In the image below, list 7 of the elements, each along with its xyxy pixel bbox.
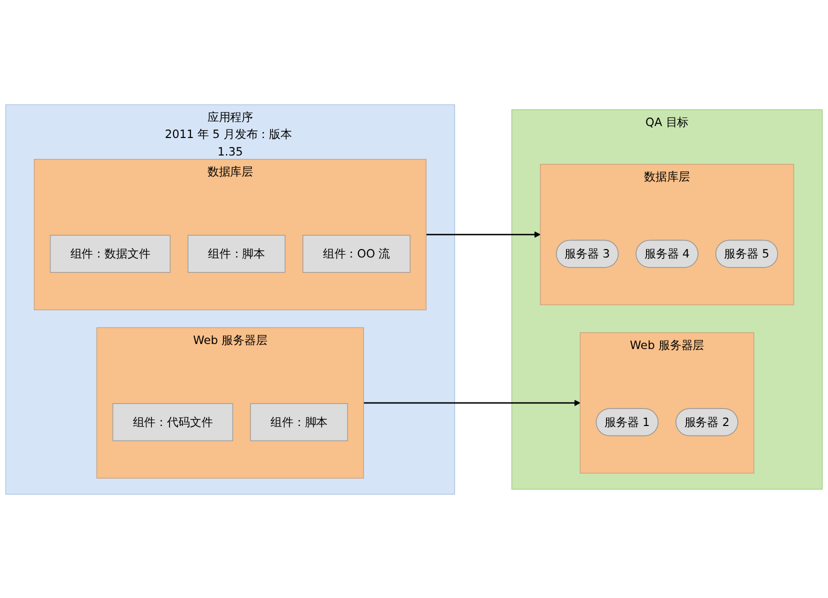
node-box: 组件：代码文件	[112, 402, 234, 441]
arrow	[364, 399, 580, 406]
node-box: 组件：脚本	[188, 234, 286, 272]
node-box: 组件：脚本	[250, 402, 348, 441]
node-box: 组件：数据文件	[50, 234, 171, 272]
arrow	[426, 230, 541, 238]
node-box: 组件：OO 流	[302, 234, 410, 272]
